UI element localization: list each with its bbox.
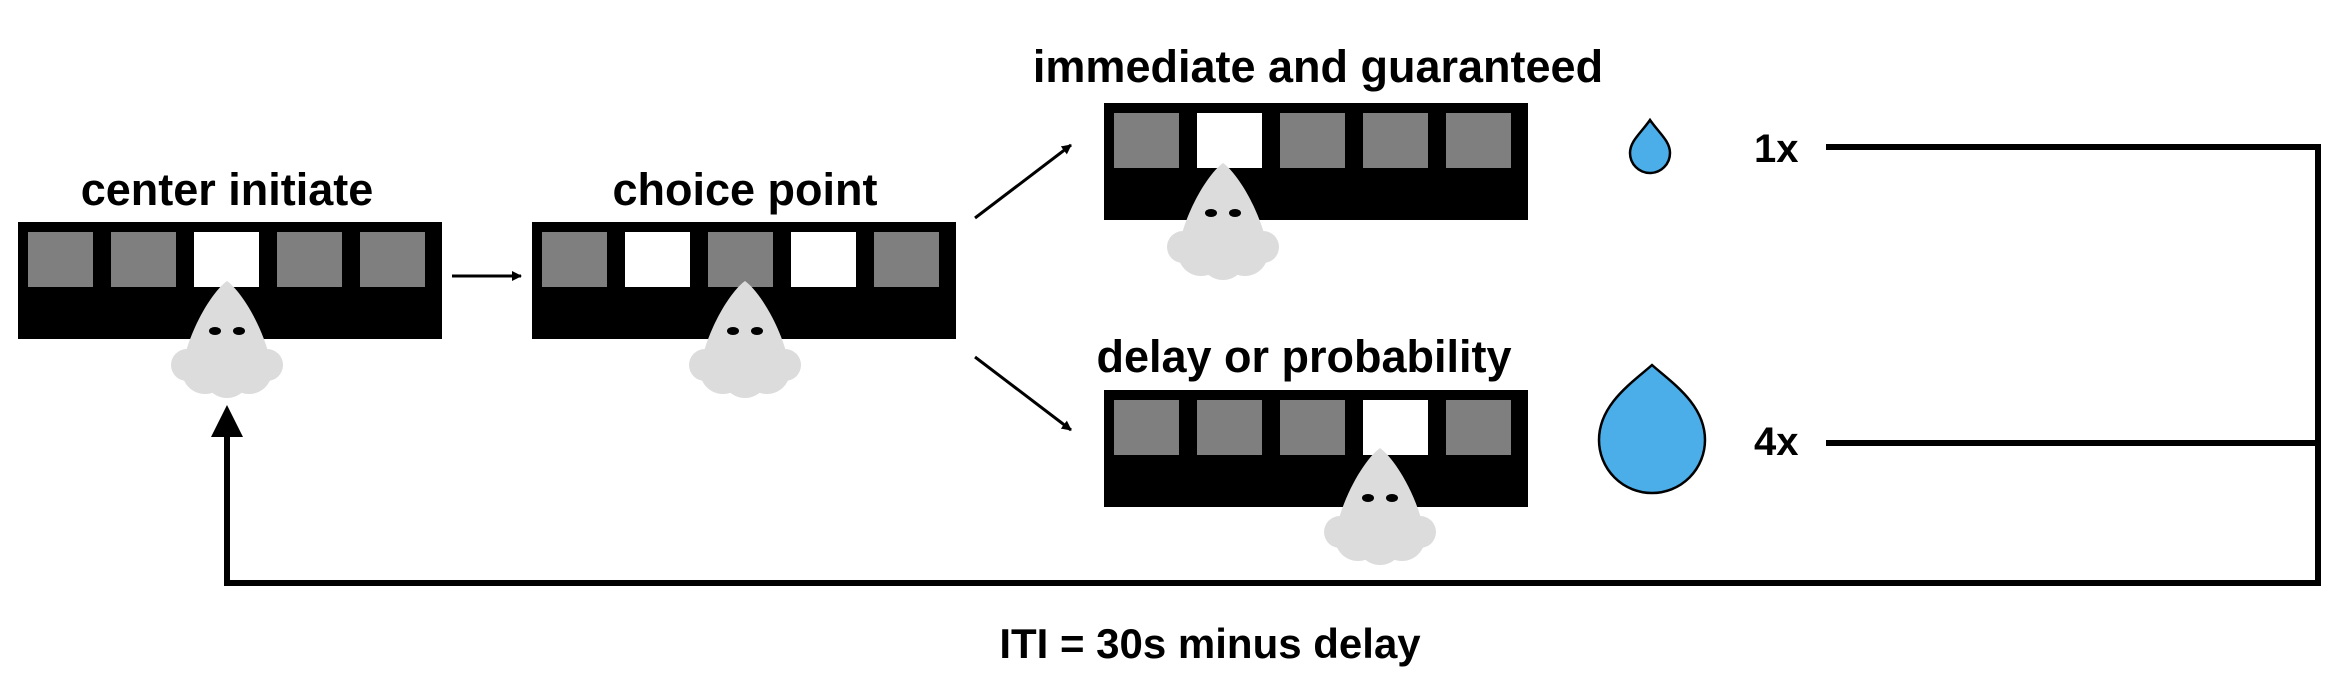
port-dark bbox=[1446, 113, 1511, 168]
port-dark bbox=[28, 232, 93, 287]
port-dark bbox=[1363, 113, 1428, 168]
iti-return-loop bbox=[224, 144, 2321, 586]
port-lit bbox=[1363, 400, 1428, 455]
port-lit bbox=[625, 232, 690, 287]
water-drop-large-icon bbox=[1597, 363, 1707, 495]
port-dark bbox=[542, 232, 607, 287]
port-dark bbox=[277, 232, 342, 287]
delay-port-panel bbox=[1104, 390, 1528, 507]
port-dark bbox=[1280, 400, 1345, 455]
delay-probability-title: delay or probability bbox=[1096, 331, 1511, 382]
port-lit bbox=[791, 232, 856, 287]
nose-icon bbox=[171, 281, 283, 398]
port-dark bbox=[111, 232, 176, 287]
choice-point-stage: choice point bbox=[532, 164, 956, 398]
immediate-port-panel bbox=[1104, 103, 1528, 220]
reward-large-label: 4x bbox=[1754, 420, 1799, 464]
port-dark bbox=[1114, 113, 1179, 168]
nose-icon bbox=[1324, 448, 1436, 565]
delay-probability-stage: delay or probability bbox=[1096, 331, 1528, 565]
port-dark bbox=[1280, 113, 1345, 168]
port-dark bbox=[1197, 400, 1262, 455]
port-dark bbox=[1114, 400, 1179, 455]
center-initiate-stage: center initiate bbox=[18, 164, 442, 398]
choice-point-title: choice point bbox=[612, 164, 877, 215]
nose-icon bbox=[1167, 163, 1279, 280]
port-lit bbox=[1197, 113, 1262, 168]
center-initiate-title: center initiate bbox=[81, 164, 374, 215]
nose-icon bbox=[689, 281, 801, 398]
port-dark bbox=[708, 232, 773, 287]
arrow-to-immediate bbox=[974, 143, 1072, 220]
port-dark bbox=[360, 232, 425, 287]
arrow-to-delay bbox=[974, 355, 1072, 432]
iti-arrowhead-icon bbox=[211, 405, 243, 437]
iti-label: ITI = 30s minus delay bbox=[999, 620, 1421, 667]
center-initiate-port-panel bbox=[18, 222, 442, 339]
port-dark bbox=[874, 232, 939, 287]
water-drop-small-icon bbox=[1628, 117, 1672, 175]
immediate-guaranteed-title: immediate and guaranteed bbox=[1033, 41, 1603, 92]
port-lit bbox=[194, 232, 259, 287]
port-dark bbox=[1446, 400, 1511, 455]
immediate-guaranteed-stage: immediate and guaranteed bbox=[1033, 41, 1603, 280]
reward-small-label: 1x bbox=[1754, 127, 1799, 171]
